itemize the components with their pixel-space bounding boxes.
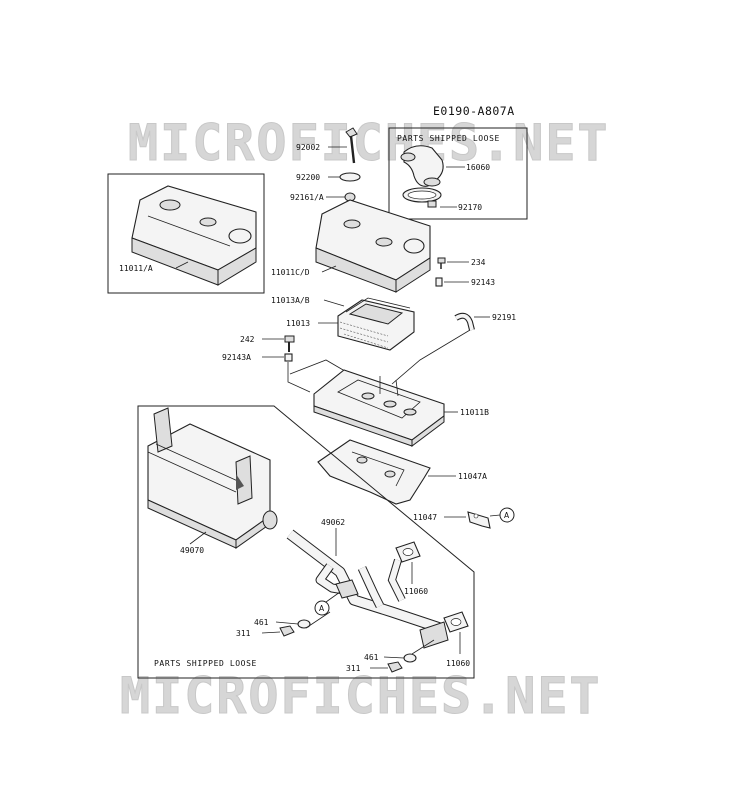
loose-parts-box-top-title: PARTS SHIPPED LOOSE — [397, 134, 500, 143]
muffler-49070 — [147, 407, 278, 549]
callout-11011b: 11011B — [460, 408, 489, 417]
ref-mark-a-left-label: A — [319, 604, 325, 613]
callout-49070: 49070 — [180, 546, 204, 555]
washer-461-bottom — [403, 653, 417, 663]
callout-92143: 92143 — [471, 278, 495, 287]
exhaust-pipe-49062 — [286, 529, 449, 649]
callout-242: 242 — [240, 335, 255, 344]
cover-11011a — [131, 185, 257, 286]
callout-16060: 16060 — [466, 163, 490, 172]
nut-311-top — [279, 625, 295, 637]
callout-11060-top: 11060 — [404, 587, 428, 596]
callout-11011a: 11011/A — [119, 264, 153, 273]
cover-11011cd — [315, 199, 431, 293]
callout-234: 234 — [471, 258, 486, 267]
ref-mark-a-right-label: A — [504, 511, 510, 520]
diagram-code: E0190-A807A — [433, 104, 515, 118]
callout-92200: 92200 — [296, 173, 320, 182]
muffler-frame — [137, 405, 475, 679]
ref-mark-a-left — [314, 600, 330, 616]
callout-11011cd: 11011C/D — [271, 268, 310, 277]
callout-311-bottom: 311 — [346, 664, 361, 673]
gasket-11060-bottom — [443, 611, 469, 633]
ref-mark-a-right — [499, 507, 515, 523]
watermark-top: MICROFICHES.NET — [128, 114, 610, 172]
collar-92143a — [284, 353, 293, 362]
nut-311-bottom — [387, 661, 403, 673]
callout-49062: 49062 — [321, 518, 345, 527]
callout-11060-bottom: 11060 — [446, 659, 470, 668]
bolt-92002 — [345, 127, 358, 164]
bolt-242 — [284, 335, 295, 352]
callout-11013: 11013 — [286, 319, 310, 328]
air-filter-11013 — [337, 297, 415, 351]
inset-box-11011a — [107, 173, 265, 294]
callout-11013ab: 11013A/B — [271, 296, 310, 305]
callout-92191: 92191 — [492, 313, 516, 322]
clamp-92170 — [402, 187, 442, 208]
elbow-16060 — [400, 145, 444, 187]
loose-parts-box-top — [388, 127, 528, 220]
plate-11047a — [317, 439, 431, 505]
callout-11047a: 11047A — [458, 472, 487, 481]
watermark-bottom: MICROFICHES.NET — [120, 667, 602, 725]
callout-92161a: 92161/A — [290, 193, 324, 202]
callout-11047: 11047 — [413, 513, 437, 522]
bracket-11047 — [467, 511, 491, 529]
callout-461-bottom: 461 — [364, 653, 379, 662]
callout-461-top: 461 — [254, 618, 269, 627]
callout-311-top: 311 — [236, 629, 251, 638]
gasket-11060-top — [395, 541, 421, 563]
screw-234 — [437, 257, 446, 269]
callout-92002: 92002 — [296, 143, 320, 152]
callout-92170: 92170 — [458, 203, 482, 212]
spacer-92143 — [435, 277, 443, 287]
base-11011b — [313, 369, 445, 447]
washer-92200 — [339, 172, 361, 182]
loose-parts-box-bottom-title: PARTS SHIPPED LOOSE — [154, 659, 257, 668]
callout-92143a: 92143A — [222, 353, 251, 362]
